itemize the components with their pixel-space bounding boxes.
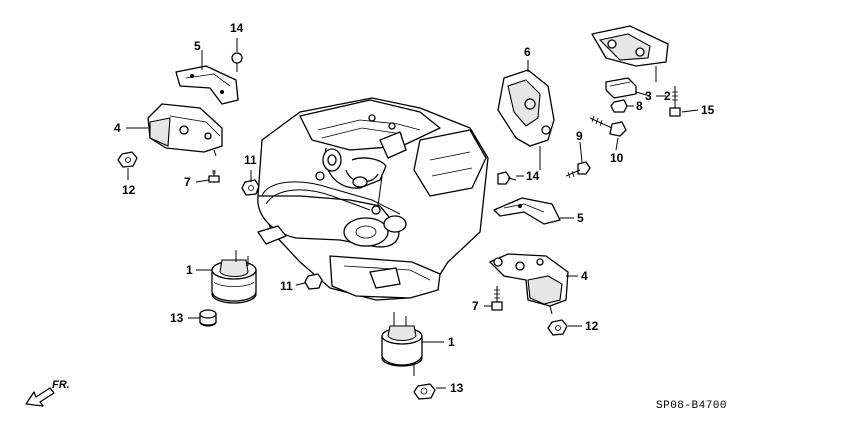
callout-3: 3 <box>645 89 652 103</box>
part-7-bolt-right <box>491 286 503 311</box>
callout-6: 6 <box>524 45 531 59</box>
callout-4-left: 4 <box>114 121 121 135</box>
part-4-right-side-mount <box>489 253 569 315</box>
part-5-upper-left-bracket <box>175 65 239 105</box>
part-12-nut-left <box>117 151 138 168</box>
engine-assembly <box>257 97 489 301</box>
callout-12-left: 12 <box>122 183 136 197</box>
part-14-bolt-upper <box>231 52 243 72</box>
part-13-cap-left <box>199 309 217 327</box>
front-direction-arrow: FR. <box>25 379 70 407</box>
callout-11-lower: 11 <box>280 279 293 293</box>
diagram-code: SP08-B4700 <box>656 400 727 412</box>
callout-14-right: 14 <box>526 169 540 183</box>
callout-7-right: 7 <box>472 299 479 313</box>
part-3-stopper <box>605 77 637 99</box>
part-15-bolt <box>669 86 681 117</box>
part-11-nut-upper <box>241 179 260 196</box>
callout-1-center: 1 <box>448 335 455 349</box>
callout-5-right: 5 <box>577 211 584 225</box>
part-10-bolt <box>589 115 627 137</box>
part-6-right-upper-bracket <box>497 69 555 170</box>
part-5-right-bracket <box>493 197 561 225</box>
part-7-bolt-left <box>208 170 220 183</box>
part-11-nut-lower <box>304 273 323 290</box>
part-4-left-side-mount <box>147 103 223 157</box>
leader-lines <box>126 38 699 389</box>
callout-13-left: 13 <box>170 311 184 325</box>
callout-11-upper: 11 <box>244 153 257 167</box>
callout-8: 8 <box>636 99 643 113</box>
callout-9: 9 <box>576 129 583 143</box>
front-direction-label: FR. <box>52 379 70 391</box>
callout-5-left: 5 <box>194 39 201 53</box>
part-2-right-top-bracket <box>591 25 669 67</box>
callout-14-upper: 14 <box>230 21 244 35</box>
part-1-left-engine-mount <box>211 250 257 304</box>
callout-13-center: 13 <box>450 381 464 395</box>
callout-7-left: 7 <box>184 175 191 189</box>
part-14-bolt-right <box>497 171 517 185</box>
part-1-center-engine-mount <box>381 312 423 376</box>
callout-15: 15 <box>701 103 715 117</box>
callout-10: 10 <box>610 151 624 165</box>
part-12-nut-right <box>547 319 568 336</box>
callout-1-left: 1 <box>186 263 193 277</box>
callout-12-right: 12 <box>585 319 599 333</box>
part-13-nut-center <box>413 383 436 400</box>
callout-4-right: 4 <box>581 269 588 283</box>
part-9-bolt <box>565 161 591 179</box>
part-8-nut <box>610 99 628 113</box>
callout-2: 2 <box>664 89 671 103</box>
